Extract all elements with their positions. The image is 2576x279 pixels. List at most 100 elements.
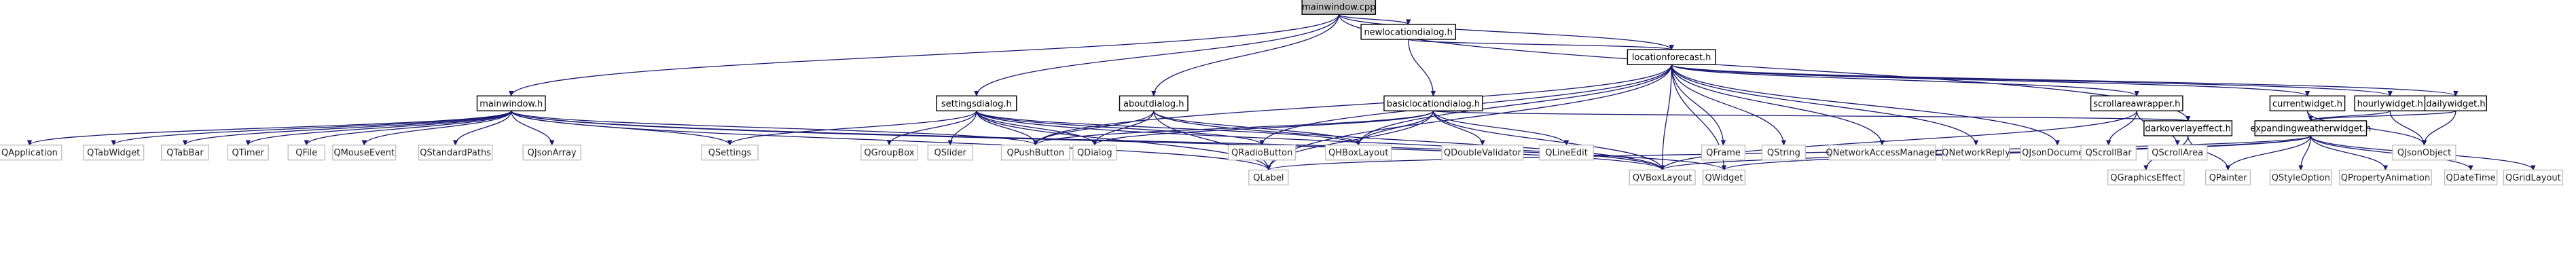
node-box <box>1119 95 1189 111</box>
edge-mainwindow-h-to-qtabwidget <box>113 110 512 145</box>
node-label: QTabBar <box>166 148 204 158</box>
node-qnetworkaccessmanager: QNetworkAccessManager <box>1826 145 1939 161</box>
edge-settingsdialog-h-to-qpushbutton <box>976 111 1036 145</box>
node-qgridlayout: QGridLayout <box>2503 169 2564 186</box>
node-qtimer: QTimer <box>227 145 269 161</box>
node-qjsondocument: QJsonDocument <box>2020 145 2095 161</box>
node-label: aboutdialog.h <box>1123 99 1184 109</box>
node-label: hourlywidget.h <box>2357 99 2423 109</box>
node-qframe: QFrame <box>1701 145 1746 161</box>
node-label: QGridLayout <box>2505 173 2561 183</box>
node-locationforecast-h[interactable]: locationforecast.h <box>1627 49 1716 65</box>
node-box <box>418 145 493 161</box>
edge-mainwindow-cpp-to-newlocationdialog-h <box>1338 14 1408 24</box>
node-currentwidget-h[interactable]: currentwidget.h <box>2269 95 2346 111</box>
edge-expandingweatherwidget-h-to-qstyleoption <box>2301 135 2311 170</box>
node-label: QSlider <box>935 148 967 158</box>
node-box <box>1539 145 1594 161</box>
node-qdialog: QDialog <box>1072 145 1117 161</box>
node-label: mainwindow.cpp <box>1302 3 1375 13</box>
node-label: QGraphicsEffect <box>2110 173 2181 183</box>
edge-locationforecast-h-to-dailywidget-h <box>1671 64 2456 96</box>
node-qlineedit: QLineEdit <box>1539 145 1594 161</box>
node-label: QSettings <box>708 148 752 158</box>
node-label: QMouseEvent <box>333 148 395 158</box>
node-box <box>287 145 326 161</box>
node-box <box>1325 145 1392 161</box>
node-box <box>936 95 1017 111</box>
node-label: QPropertyAnimation <box>2341 173 2431 183</box>
node-qslider: QSlider <box>927 145 973 161</box>
node-label: QJsonObject <box>2397 148 2451 158</box>
node-label: QLineEdit <box>1545 148 1588 158</box>
node-box <box>2090 95 2183 111</box>
node-aboutdialog-h[interactable]: aboutdialog.h <box>1119 95 1189 111</box>
node-box <box>1441 145 1524 161</box>
edge-hourlywidget-h-to-qjsonobject <box>2389 111 2424 145</box>
node-qstring: QString <box>1761 145 1806 161</box>
node-mainwindow-h[interactable]: mainwindow.h <box>476 95 546 111</box>
node-mainwindow-cpp[interactable]: mainwindow.cpp <box>1301 0 1377 15</box>
node-newlocationdialog-h[interactable]: newlocationdialog.h <box>1360 24 1456 40</box>
node-box <box>2424 95 2488 111</box>
edge-expandingweatherwidget-h-to-qpropertyanimation <box>2310 135 2385 170</box>
edge-dailywidget-h-to-expandingweatherwidget-h <box>2310 110 2456 121</box>
edge-aboutdialog-h-to-qpushbutton <box>1036 111 1155 145</box>
edge-mainwindow-h-to-qpushbutton <box>511 110 1036 145</box>
node-label: QTabWidget <box>87 148 140 158</box>
edge-locationforecast-h-to-qvboxlayout <box>1663 64 1672 170</box>
node-label: QPushButton <box>1007 148 1065 158</box>
node-label: QPainter <box>2209 173 2247 183</box>
edge-mainwindow-cpp-to-mainwindow-h <box>511 14 1339 96</box>
node-box <box>927 145 973 161</box>
node-box <box>2269 95 2346 111</box>
node-qsettings: QSettings <box>701 145 759 161</box>
node-label: QStandardPaths <box>420 148 491 158</box>
node-label: QFrame <box>1706 148 1741 158</box>
node-box <box>2503 169 2564 186</box>
edge-basiclocationdialog-h-to-qpushbutton <box>1036 110 1434 145</box>
node-box <box>522 145 581 161</box>
node-box <box>161 145 209 161</box>
node-box <box>2444 169 2498 186</box>
node-darkoverlayeffect-h[interactable]: darkoverlayeffect.h <box>2143 120 2233 136</box>
node-expandingweatherwidget-h[interactable]: expandingweatherwidget.h <box>2250 120 2371 136</box>
edge-mainwindow-h-to-qvboxlayout <box>511 110 1663 170</box>
node-qradiobutton: QRadioButton <box>1228 145 1296 161</box>
node-basiclocationdialog-h[interactable]: basiclocationdialog.h <box>1383 95 1483 111</box>
node-box <box>1228 145 1296 161</box>
node-qscrollbar: QScrollBar <box>2080 145 2137 161</box>
node-qpainter: QPainter <box>2205 169 2251 186</box>
node-label: QTimer <box>232 148 265 158</box>
node-layer: mainwindow.cpp newlocationdialog.h locatio… <box>0 0 2564 186</box>
edge-locationforecast-h-to-qnetworkreply <box>1671 64 1976 145</box>
edge-basiclocationdialog-h-to-darkoverlayeffect-h <box>1432 110 2188 121</box>
node-qdoublevalidator: QDoubleValidator <box>1441 145 1524 161</box>
node-box <box>1000 145 1070 161</box>
node-qjsonobject: QJsonObject <box>2392 145 2456 161</box>
edge-settingsdialog-h-to-qdialog <box>976 111 1095 145</box>
node-label: QApplication <box>1 148 58 158</box>
edge-locationforecast-h-to-qjsondocument <box>1671 64 2057 145</box>
edge-mainwindow-h-to-qfile <box>306 110 512 145</box>
node-box <box>0 145 62 161</box>
node-label: expandingweatherwidget.h <box>2250 124 2371 134</box>
node-dailywidget-h[interactable]: dailywidget.h <box>2424 95 2488 111</box>
edge-scrollareawrapper-h-to-qvboxlayout <box>1663 111 2137 170</box>
node-box <box>701 145 759 161</box>
edge-mainwindow-cpp-to-locationforecast-h <box>1338 14 1671 50</box>
node-label: QDateTime <box>2446 173 2496 183</box>
node-box <box>1360 24 1456 40</box>
node-label: QVBoxLayout <box>1633 173 1692 183</box>
node-qlabel: QLabel <box>1248 169 1289 186</box>
node-scrollareawrapper-h[interactable]: scrollareawrapper.h <box>2090 95 2183 111</box>
edge-mainwindow-h-to-qwidget <box>511 110 1724 170</box>
edge-settingsdialog-h-to-qradiobutton <box>976 110 1262 145</box>
node-settingsdialog-h[interactable]: settingsdialog.h <box>936 95 1017 111</box>
edge-locationforecast-h-to-currentwidget-h <box>1671 64 2307 96</box>
edge-settingsdialog-h-to-qhboxlayout <box>976 110 1358 145</box>
edge-mainwindow-h-to-qmouseevent <box>364 111 512 145</box>
node-hourlywidget-h[interactable]: hourlywidget.h <box>2354 95 2427 111</box>
edge-mainwindow-cpp-to-settingsdialog-h <box>977 14 1339 96</box>
